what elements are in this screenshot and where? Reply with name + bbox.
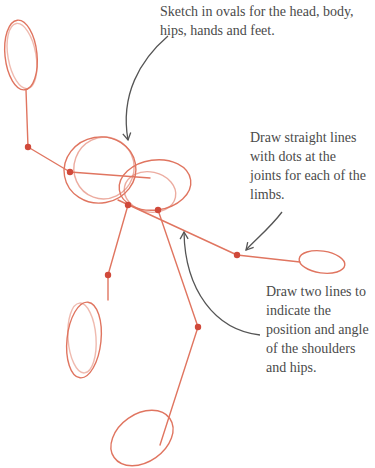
hips-oval bbox=[120, 167, 179, 217]
limb-line bbox=[160, 327, 198, 445]
joint-dot bbox=[234, 252, 240, 258]
joint-dot bbox=[25, 144, 31, 150]
joint-dot bbox=[105, 272, 111, 278]
foot-oval bbox=[100, 399, 183, 468]
foot-oval bbox=[66, 302, 99, 374]
limb-line bbox=[107, 275, 108, 300]
leader-arrow bbox=[184, 232, 260, 335]
head-oval bbox=[1, 19, 40, 92]
limb-line bbox=[26, 90, 28, 147]
instruction-note: Draw straight lines with dots at the joi… bbox=[250, 128, 368, 204]
joint-dot bbox=[195, 324, 201, 330]
head-oval bbox=[2, 21, 41, 91]
joint-dot bbox=[67, 169, 73, 175]
foot-oval bbox=[63, 300, 105, 379]
hip-line bbox=[118, 200, 237, 255]
leader-arrow bbox=[126, 36, 168, 140]
limb-line bbox=[237, 255, 300, 262]
joint-dot bbox=[125, 202, 131, 208]
limb-line bbox=[108, 205, 128, 275]
hand-oval bbox=[298, 248, 347, 276]
shoulder-line bbox=[70, 172, 150, 178]
limb-line bbox=[158, 210, 198, 327]
joint-dot bbox=[155, 207, 161, 213]
leader-arrow bbox=[246, 212, 282, 250]
hips-oval bbox=[116, 155, 194, 215]
instruction-note: Sketch in ovals for the head, body, hips… bbox=[160, 2, 365, 40]
instruction-note: Draw two lines to indicate the position … bbox=[266, 282, 370, 377]
